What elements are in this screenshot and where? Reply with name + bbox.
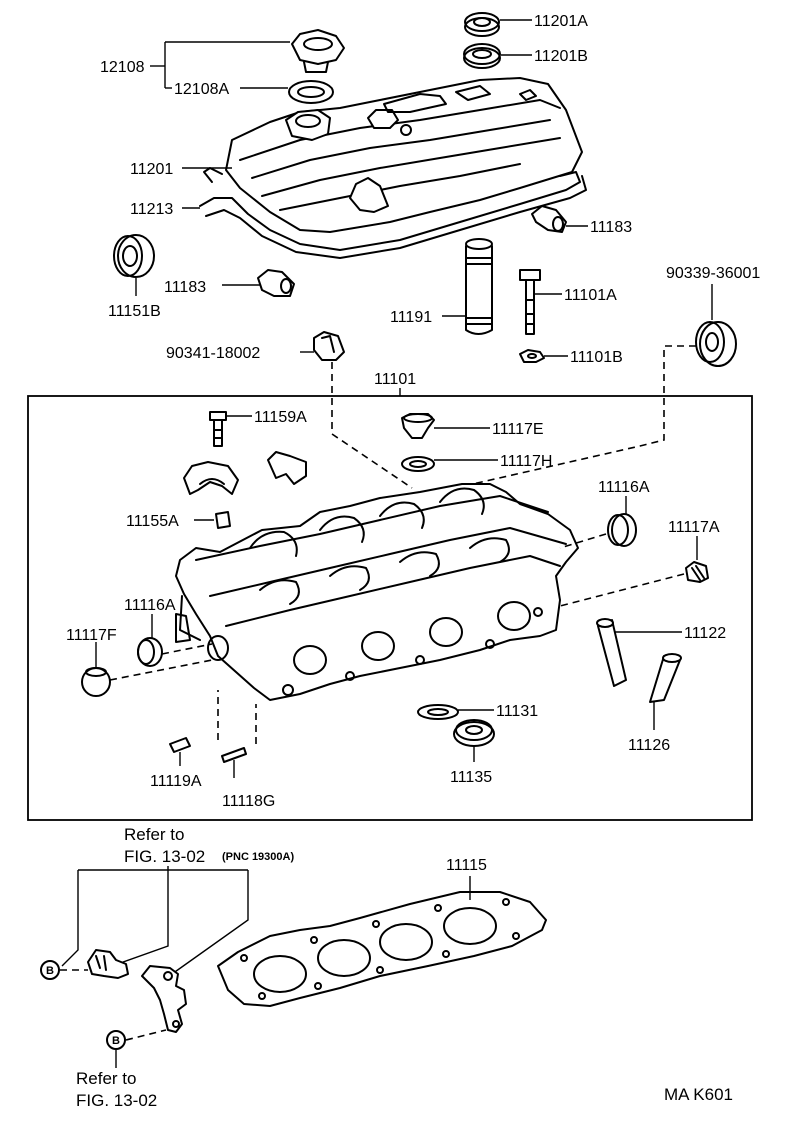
label-11183-right: 11183 [590,219,632,236]
plug-11116A-right [607,513,637,547]
gasket-12108A [288,80,334,104]
label-11116A-right: 11116A [598,479,650,496]
dash-11116A-right [559,533,607,549]
refer-top-bracket-mid [111,866,169,967]
label-11122: 11122 [684,625,726,642]
figure-code: MA K601 [664,1085,733,1104]
refer-top-pnc: (PNC 19300A) [222,851,294,863]
label-11191: 11191 [390,309,432,326]
oil-seal-90339 [695,321,737,367]
assembly-box-11101 [27,395,753,821]
label-11201: 11201 [130,161,173,178]
head-cover-gasket-11213 [199,167,587,259]
cylinder-head-cover-11201 [225,77,583,233]
label-90341: 90341-18002 [166,345,260,362]
washer-11131 [417,704,459,720]
label-11159A: 11159A [254,409,307,426]
label-11126: 11126 [628,737,670,754]
refer-top-line1: Refer to [124,825,184,844]
label-11151B: 11151B [108,303,161,320]
label-11116A-left: 11116A [124,597,176,614]
sensor-part [87,949,129,979]
plug-11117F [81,667,111,697]
marker-b-bottom[interactable]: B [106,1030,126,1050]
refer-bottom-line2[interactable]: FIG. 13-02 [76,1091,157,1110]
spark-plug-tube-11191 [465,238,493,335]
pin-11155A [215,511,231,529]
label-11117E: 11117E [492,421,544,438]
pin-11119A [169,737,191,753]
label-11201A: 11201A [534,13,588,30]
marker-b-top[interactable]: B [40,960,60,980]
bearing-cap-right [267,451,307,485]
bracket-part [141,965,187,1033]
label-11155A: 11155A [126,513,179,530]
plug-11117E [401,413,435,439]
dash-marker-b-bottom [125,1029,167,1041]
label-12108: 12108 [100,59,145,76]
label-11119A: 11119A [150,773,202,790]
label-11101A: 11101A [564,287,617,304]
refer-bottom-line1: Refer to [76,1069,136,1088]
label-11135: 11135 [450,769,492,786]
pin-11118G [221,747,247,763]
valve-guide-11126 [649,653,682,703]
head-gasket-11115 [217,891,547,1007]
plug-90341 [313,331,345,361]
marker-b-top-label: B [46,965,54,977]
label-11117F: 11117F [66,627,117,644]
refer-top-bracket-left [61,870,79,967]
dash-90341-to-head [331,362,413,489]
dash-11117F [109,659,213,681]
label-12108A: 12108A [174,81,229,98]
label-11183-left: 11183 [164,279,206,296]
label-11131: 11131 [496,703,538,720]
label-11117A: 11117A [668,519,720,536]
bolt-11159A [209,411,227,447]
plug-11117A [685,561,709,583]
label-11117H: 11117H [500,453,552,470]
plug-11116A-left [137,637,163,667]
dash-11116A-left [161,643,213,655]
stud-bolt-11101A [519,269,541,335]
label-11201B: 11201B [534,48,588,65]
dash-11117A [559,573,685,607]
plug-11183-right [531,205,567,233]
oil-filler-cap-12108 [291,29,345,73]
refer-top-bracket-right [171,870,249,975]
label-11101B: 11101B [570,349,623,366]
dash-90339-to-head [419,345,696,497]
cylinder-head-body [175,483,579,701]
plug-11183-left [257,269,295,297]
seal-11201A [464,12,500,37]
gasket-11117H [401,456,435,472]
label-11115: 11115 [446,857,487,874]
refer-top-line2[interactable]: FIG. 13-02 [124,847,205,866]
label-11118G: 11118G [222,793,275,810]
label-11101: 11101 [374,371,416,388]
label-11213: 11213 [130,201,173,218]
valve-guide-11122 [596,618,627,687]
gasket-11201B [463,43,501,69]
seal-11135 [453,719,495,747]
bearing-cap-left [183,461,239,495]
nut-11101B [519,349,545,363]
marker-b-bottom-label: B [112,1035,120,1047]
label-90339: 90339-36001 [666,265,760,282]
oil-seal-11151B [113,234,155,278]
